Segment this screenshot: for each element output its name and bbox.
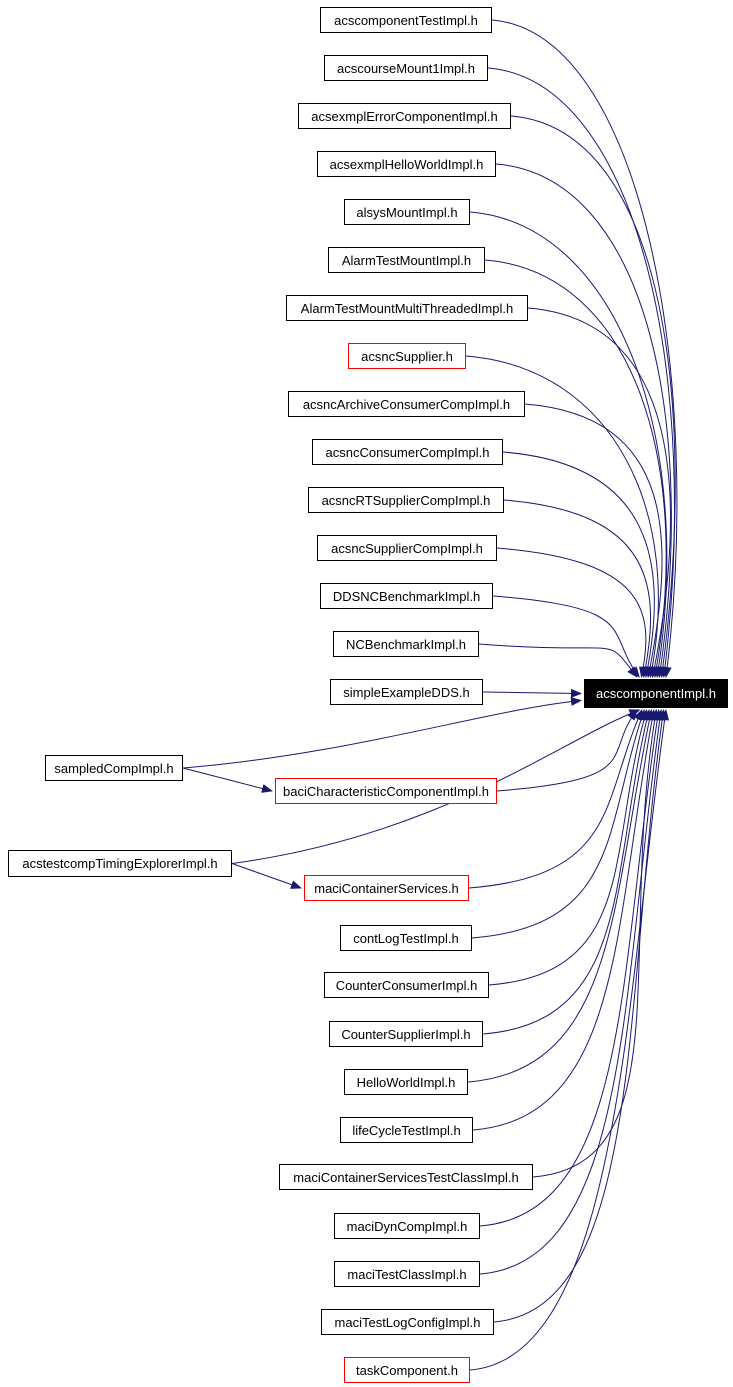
edge-n26-center <box>479 709 662 1227</box>
graph-node-label: contLogTestImpl.h <box>353 930 459 946</box>
graph-node-n13[interactable]: DDSNCBenchmarkImpl.h <box>320 583 493 609</box>
graph-node-label: acsexmplErrorComponentImpl.h <box>311 108 498 124</box>
edge-n9-center <box>524 403 663 678</box>
graph-node-n6[interactable]: AlarmTestMountImpl.h <box>328 247 485 273</box>
edge-n16-center <box>182 696 582 769</box>
graph-node-n14[interactable]: NCBenchmarkImpl.h <box>333 631 479 657</box>
graph-node-n1[interactable]: acscomponentTestImpl.h <box>320 7 492 33</box>
graph-node-n2[interactable]: acscourseMount1Impl.h <box>324 55 488 81</box>
graph-node-label: acsncSupplierCompImpl.h <box>331 540 483 556</box>
graph-node-n8[interactable]: acsncSupplier.h <box>348 343 466 369</box>
edge-n5-center <box>469 211 668 678</box>
graph-node-n17[interactable]: baciCharacteristicComponentImpl.h <box>275 778 497 804</box>
edge-group <box>182 19 678 1371</box>
graph-node-n10[interactable]: acsncConsumerCompImpl.h <box>312 439 503 465</box>
graph-node-n5[interactable]: alsysMountImpl.h <box>344 199 470 225</box>
graph-node-n12[interactable]: acsncSupplierCompImpl.h <box>317 535 497 561</box>
graph-node-label: acscourseMount1Impl.h <box>336 60 475 76</box>
graph-node-label: maciDynCompImpl.h <box>346 1218 468 1234</box>
graph-node-label: maciContainerServices.h <box>314 880 459 896</box>
graph-node-n4[interactable]: acsexmplHelloWorldImpl.h <box>317 151 496 177</box>
edge-n8-center <box>465 355 659 678</box>
edge-n20-center <box>471 709 646 939</box>
graph-node-label: baciCharacteristicComponentImpl.h <box>283 783 489 799</box>
graph-node-label: simpleExampleDDS.h <box>343 684 470 700</box>
edge-n12-center <box>496 547 648 678</box>
edge-n25-center <box>532 709 660 1178</box>
graph-node-n16[interactable]: sampledCompImpl.h <box>45 755 183 781</box>
graph-node-n27[interactable]: maciTestClassImpl.h <box>334 1261 480 1287</box>
graph-node-label: acscomponentImpl.h <box>596 686 716 701</box>
graph-node-label: CounterSupplierImpl.h <box>341 1026 471 1042</box>
graph-node-n7[interactable]: AlarmTestMountMultiThreadedImpl.h <box>286 295 528 321</box>
graph-node-n15[interactable]: simpleExampleDDS.h <box>330 679 483 705</box>
graph-node-label: alsysMountImpl.h <box>356 204 458 220</box>
edge-n14-center <box>478 643 638 678</box>
graph-node-label: AlarmTestMountImpl.h <box>341 252 472 268</box>
edge-n24-center <box>472 709 657 1131</box>
graph-node-n9[interactable]: acsncArchiveConsumerCompImpl.h <box>288 391 525 417</box>
graph-node-label: taskComponent.h <box>356 1362 458 1378</box>
graph-node-center: acscomponentImpl.h <box>584 679 728 708</box>
graph-node-label: maciTestLogConfigImpl.h <box>334 1314 481 1330</box>
graph-node-n23[interactable]: HelloWorldImpl.h <box>344 1069 468 1095</box>
graph-node-n25[interactable]: maciContainerServicesTestClassImpl.h <box>279 1164 533 1190</box>
edge-n13-center <box>492 595 640 678</box>
graph-node-label: sampledCompImpl.h <box>54 760 174 776</box>
graph-node-label: AlarmTestMountMultiThreadedImpl.h <box>300 300 514 316</box>
graph-node-label: HelloWorldImpl.h <box>356 1074 456 1090</box>
graph-node-n3[interactable]: acsexmplErrorComponentImpl.h <box>298 103 511 129</box>
edge-n4-center <box>495 163 672 678</box>
graph-node-label: maciTestClassImpl.h <box>347 1266 467 1282</box>
edge-n2-center <box>487 67 675 678</box>
graph-node-n19[interactable]: maciContainerServices.h <box>304 875 469 901</box>
graph-node-label: acsncRTSupplierCompImpl.h <box>321 492 491 508</box>
graph-node-label: acstestcompTimingExplorerImpl.h <box>22 856 218 871</box>
edge-n17-center <box>496 709 638 792</box>
graph-node-n22[interactable]: CounterSupplierImpl.h <box>329 1021 483 1047</box>
graph-node-n29[interactable]: taskComponent.h <box>344 1357 470 1383</box>
edge-n22-center <box>482 709 652 1035</box>
graph-node-n28[interactable]: maciTestLogConfigImpl.h <box>321 1309 494 1335</box>
edge-n27-center <box>479 709 665 1275</box>
edge-n6-center <box>484 259 667 678</box>
graph-node-label: acsncConsumerCompImpl.h <box>325 444 490 460</box>
graph-node-label: acsexmplHelloWorldImpl.h <box>329 156 484 172</box>
graph-node-n24[interactable]: lifeCycleTestImpl.h <box>340 1117 473 1143</box>
edge-n10-center <box>502 451 655 678</box>
graph-node-label: lifeCycleTestImpl.h <box>352 1122 461 1138</box>
edge-n3-center <box>510 115 676 678</box>
graph-node-n21[interactable]: CounterConsumerImpl.h <box>324 972 489 998</box>
graph-node-label: DDSNCBenchmarkImpl.h <box>332 588 481 604</box>
edge-n15-center <box>482 688 582 698</box>
graph-node-label: acsncSupplier.h <box>361 348 453 364</box>
edge-n16-n17 <box>182 767 273 793</box>
edge-n19-center <box>468 709 643 889</box>
graph-node-label: acsncArchiveConsumerCompImpl.h <box>302 396 511 412</box>
edge-n29-center <box>469 709 670 1371</box>
edge-n11-center <box>503 499 652 678</box>
edge-n1-center <box>491 19 678 678</box>
edge-n18-n19 <box>231 863 302 889</box>
graph-node-label: NCBenchmarkImpl.h <box>346 636 466 652</box>
graph-node-n26[interactable]: maciDynCompImpl.h <box>334 1213 480 1239</box>
graph-node-label: acscomponentTestImpl.h <box>334 12 478 28</box>
graph-node-n18[interactable]: acstestcompTimingExplorerImpl.h <box>8 850 232 877</box>
edge-n23-center <box>467 709 654 1083</box>
edge-n7-center <box>527 307 671 678</box>
edge-n28-center <box>493 709 667 1323</box>
edge-n21-center <box>488 709 649 986</box>
graph-node-label: CounterConsumerImpl.h <box>335 977 478 993</box>
graph-node-n20[interactable]: contLogTestImpl.h <box>340 925 472 951</box>
graph-node-label: maciContainerServicesTestClassImpl.h <box>293 1169 519 1185</box>
graph-node-n11[interactable]: acsncRTSupplierCompImpl.h <box>308 487 504 513</box>
